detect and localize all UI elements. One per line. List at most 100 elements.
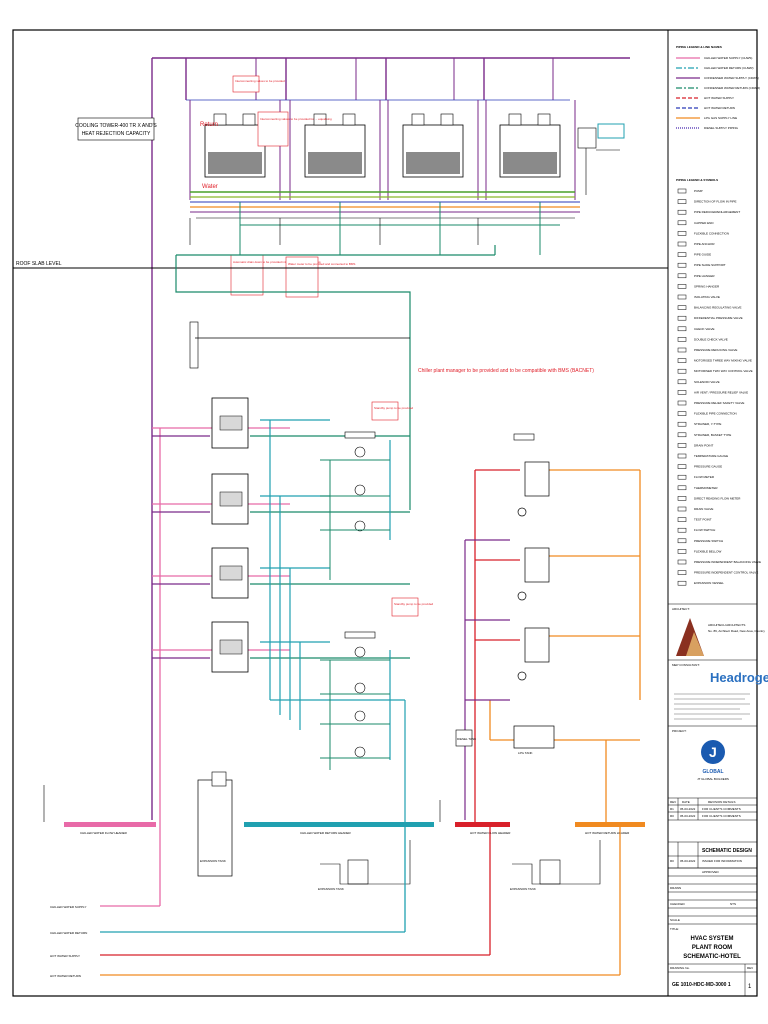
red-note-interconnect-1: Interconnecting valves to be provided (232, 75, 285, 93)
legend-symbol-icon (677, 284, 687, 289)
svg-text:ISSUED FOR INFORMATION: ISSUED FOR INFORMATION (702, 859, 742, 863)
red-note-standby-2: Standby pump to be provided (391, 597, 434, 617)
cooling-tower-note-box (77, 117, 155, 141)
legend-symbol-label: FLEXIBLE BELLOW (694, 549, 722, 553)
global-logo: J (701, 740, 725, 764)
legend-symbols-title: PIPING LEGEND & SYMBOLS (676, 178, 718, 182)
legend-symbol-label: PIPE SLIDE SUPPORT (694, 263, 726, 267)
hw-flow-header (455, 822, 510, 827)
legend-symbol-label: FLOW SWITCH (694, 528, 715, 532)
svg-text:05-03-2022: 05-03-2022 (680, 859, 696, 863)
bottom-line-label-3: HOT WATER SUPPLY (50, 954, 80, 958)
legend-symbol-label: DIFFERENTIAL PRESSURE VALVE (694, 316, 743, 320)
legend-symbol-label: DRAIN VALVE (694, 507, 713, 511)
legend: PIPING LEGEND & LINE NAMES CHILLED WATER… (668, 45, 761, 605)
sheet-border (12, 29, 758, 997)
architect-logo (676, 618, 704, 656)
legend-symbol-label: TEST POINT (694, 518, 712, 522)
architect-address: No. 89, Architect Road, New Area, Countr… (708, 629, 765, 633)
legend-symbol-icon (677, 432, 687, 438)
drawing-number: GE 1010-HDC-MD-3000 1 (672, 982, 731, 988)
legend-symbol-icon (677, 368, 687, 374)
legend-symbol-icon (677, 188, 687, 194)
legend-symbol-label: PIPE HANGER (694, 274, 715, 278)
svg-text:APPROVED: APPROVED (702, 870, 720, 874)
chiller-2 (211, 473, 249, 525)
legend-symbol-label: DRAIN POINT (694, 443, 714, 447)
svg-text:DATE: DATE (682, 800, 690, 804)
cooling-tower-note-line2: HEAT REJECTION CAPACITY (82, 131, 151, 137)
chiller-bank: Standby pump to be provided Standby pump… (152, 397, 434, 826)
water-tag: Water (202, 184, 218, 190)
svg-text:R0: R0 (670, 814, 674, 818)
cooling-tower-2 (304, 113, 366, 178)
legend-symbol-icon (677, 315, 687, 321)
cooling-tower-3 (402, 113, 464, 178)
svg-text:DRAWING No.: DRAWING No. (670, 966, 690, 970)
svg-text:Water meter to be provided and: Water meter to be provided and connected… (288, 262, 355, 266)
legend-symbol-label: CHECK VALVE (694, 327, 715, 331)
svg-text:REV: REV (670, 800, 676, 804)
legend-symbol-icon (677, 527, 687, 533)
legend-pipe-label: CONDENSER WATER SUPPLY (CDWS) (704, 76, 759, 80)
svg-text:05-03-2022: 05-03-2022 (680, 807, 696, 811)
legend-title: PIPING LEGEND & LINE NAMES (676, 45, 722, 49)
legend-pipe-label: DIESEL SUPPLY PIPING (704, 126, 739, 130)
svg-text:NTS: NTS (730, 902, 736, 906)
legend-pipe-label: HOT WATER RETURN (704, 106, 735, 110)
client-name: JT GLOBAL BUILDERS (697, 777, 729, 781)
svg-text:EXPANSION TANK: EXPANSION TANK (510, 887, 536, 891)
cooling-tower-1 (204, 113, 266, 178)
legend-symbol-label: PRESSURE INDEPENDENT CONTROL VALVE (694, 571, 758, 575)
bms-note: Chiller plant manager to be provided and… (418, 368, 594, 374)
svg-text:FOR CLIENT'S COMMENTS: FOR CLIENT'S COMMENTS (702, 807, 741, 811)
roof-slab-level-label: ROOF SLAB LEVEL (16, 261, 62, 267)
legend-symbol-icon (677, 538, 687, 544)
legend-symbol-icon (677, 262, 687, 268)
legend-symbol-label: CAPPED END (694, 221, 714, 225)
cooling-tower-area: COOLING TOWER-400 TR X AND'S HEAT REJECT… (13, 57, 668, 820)
legend-symbol-icon (677, 464, 687, 469)
bottom-line-label-1: CHILLED WATER SUPPLY (50, 905, 86, 909)
legend-symbol-icon (677, 421, 687, 427)
legend-symbol-label: DIRECT READING FLOW METER (694, 496, 741, 500)
boiler-bank: LPG TANK DIESEL TANK (455, 433, 641, 826)
legend-symbol-label: AIR VENT / PRESSURE RELIEF VALVE (694, 390, 748, 394)
hw-return-header (575, 822, 645, 827)
bottom-line-label-2: CHILLED WATER RETURN (50, 931, 87, 935)
legend-symbol-icon (677, 580, 687, 586)
chw-flow-header (64, 822, 156, 827)
svg-text:REVISION DETAILS: REVISION DETAILS (708, 800, 735, 804)
legend-symbol-icon (677, 411, 687, 416)
mep-logo: Headrogen (710, 670, 768, 685)
legend-symbol-label: PUMP (694, 189, 703, 193)
legend-symbol-icon (677, 443, 687, 448)
legend-symbol-label: MOTORISED THREE WAY MIXING VALVE (694, 359, 752, 363)
legend-symbol-icon (677, 305, 687, 310)
legend-symbol-label: EXPANSION VESSEL (694, 581, 724, 585)
svg-text:R0: R0 (670, 859, 674, 863)
svg-text:CHILLED WATER RETURN HEADER: CHILLED WATER RETURN HEADER (300, 831, 352, 835)
chw-return-header (244, 822, 434, 827)
red-note-water-meter: Water meter to be provided and connected… (285, 256, 355, 298)
red-note-interconnect-2: Interconnecting valves to be provided fo… (257, 111, 332, 147)
svg-text:SCALE: SCALE (670, 918, 680, 922)
svg-text:05-03-2022: 05-03-2022 (680, 814, 696, 818)
client-logo-text: GLOBAL (702, 769, 723, 775)
architect-name: ARCHITECH ARCHITECTS (708, 623, 745, 627)
legend-symbol-icon (677, 347, 687, 353)
chiller-1 (211, 397, 249, 449)
lpg-tank-label: LPG TANK (518, 751, 533, 755)
legend-symbol-label: PRESSURE SWITCH (694, 539, 723, 543)
legend-symbol-icon (677, 506, 687, 512)
svg-text:EXPANSION TANK: EXPANSION TANK (318, 887, 344, 891)
legend-symbol-icon (677, 294, 687, 300)
architect-label: ARCHITECT: (672, 607, 690, 611)
legend-pipe-list: CHILLED WATER SUPPLY (CHWS)CHILLED WATER… (676, 56, 760, 130)
legend-symbol-icon (677, 390, 687, 395)
rev-number: 1 (748, 984, 752, 990)
svg-text:J: J (709, 744, 717, 760)
cooling-tower-note-line1: COOLING TOWER-400 TR X AND'S (75, 123, 157, 129)
svg-text:CHILLED WATER FLOW HEADER: CHILLED WATER FLOW HEADER (80, 831, 128, 835)
